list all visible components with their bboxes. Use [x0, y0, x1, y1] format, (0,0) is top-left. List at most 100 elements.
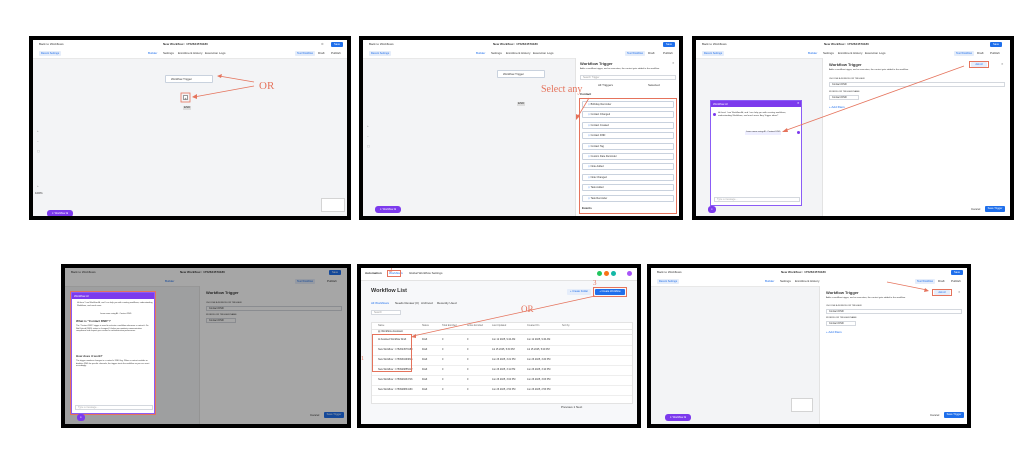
- trigger-option[interactable]: ◇ Contact Changed: [582, 111, 674, 119]
- tab-selected-triggers[interactable]: Selected: [648, 83, 660, 87]
- save-button[interactable]: Save: [990, 42, 1002, 47]
- trigger-select[interactable]: Contact DND: [206, 306, 342, 311]
- publish-toggle[interactable]: Publish: [327, 279, 337, 283]
- save-button[interactable]: Save: [951, 270, 963, 275]
- save-trigger-button[interactable]: Save Trigger: [324, 412, 344, 418]
- ask-ai-chip[interactable]: Ask AI: [934, 290, 950, 295]
- zoom-in-icon[interactable]: +: [37, 129, 39, 133]
- table-cell-name[interactable]: New Workflow : 1750929855412: [378, 368, 413, 371]
- tab-enrollment-history[interactable]: Enrollment History: [795, 279, 820, 283]
- tab-settings[interactable]: Settings: [491, 51, 502, 55]
- table-cell-name[interactable]: New Workflow : 1750930493816: [378, 358, 413, 361]
- publish-toggle[interactable]: Publish: [951, 279, 961, 283]
- recent-settings-button[interactable]: Recent Settings: [657, 279, 679, 284]
- column-header[interactable]: Name: [378, 324, 385, 327]
- tab-builder[interactable]: Builder: [808, 51, 818, 55]
- tab-settings[interactable]: Settings: [780, 279, 791, 283]
- trigger-name-input[interactable]: Contact DND: [829, 95, 859, 100]
- recent-settings-button[interactable]: Recent Settings: [702, 51, 724, 56]
- cancel-button[interactable]: Cancel: [971, 207, 981, 211]
- filter-recently-used[interactable]: Recently Used: [437, 301, 457, 305]
- back-link[interactable]: Back to Workflows: [657, 270, 682, 274]
- chat-close-icon[interactable]: ✕: [797, 101, 800, 105]
- publish-toggle[interactable]: Publish: [331, 51, 341, 55]
- fit-view-icon[interactable]: ▢: [37, 149, 40, 153]
- tab-execution-logs[interactable]: Execution Logs: [533, 51, 554, 55]
- table-cell-name[interactable]: New Workflow : 1750928834163: [378, 388, 413, 391]
- nav-automation[interactable]: Automation: [365, 271, 382, 275]
- folder-row[interactable]: ▤ Workflow Assistant: [372, 329, 632, 335]
- tab-all-triggers[interactable]: All Triggers: [598, 83, 614, 87]
- workflow-trigger-node[interactable]: Workflow Trigger: [165, 75, 213, 83]
- nav-tab-global-settings[interactable]: Global Workflow Settings: [409, 271, 443, 275]
- trigger-option[interactable]: ◇ Birthday Reminder: [582, 101, 674, 108]
- zoom-in-icon[interactable]: +: [367, 124, 369, 128]
- trigger-option[interactable]: ◇ Contact Tag: [582, 142, 674, 150]
- back-link[interactable]: Back to Workflows: [702, 42, 727, 46]
- tab-builder[interactable]: Builder: [476, 51, 486, 55]
- workflow-trigger-node[interactable]: Workflow Trigger: [497, 70, 545, 78]
- zoom-in-icon-2[interactable]: +: [37, 184, 39, 188]
- chat-input[interactable]: Type a message...: [714, 197, 800, 202]
- zoom-out-icon[interactable]: −: [367, 134, 369, 138]
- tab-settings[interactable]: Settings: [163, 51, 174, 55]
- tab-settings[interactable]: Settings: [823, 51, 834, 55]
- filter-needs-review[interactable]: Needs Review (0): [395, 301, 419, 305]
- save-button[interactable]: Save: [329, 270, 341, 275]
- minimap[interactable]: [791, 398, 813, 412]
- ask-ai-button[interactable]: ✦ Workflow AI: [375, 206, 401, 213]
- back-link[interactable]: Back to Workflows: [39, 42, 64, 46]
- tab-enrollment-history[interactable]: Enrollment History: [506, 51, 531, 55]
- save-button[interactable]: Save: [663, 42, 675, 47]
- trigger-name-input[interactable]: Contact DND: [826, 321, 856, 326]
- close-icon[interactable]: ✕: [958, 290, 961, 294]
- tab-execution-logs[interactable]: Execution Logs: [865, 51, 886, 55]
- pagination[interactable]: Previous 1 Next: [561, 405, 583, 409]
- test-workflow-button[interactable]: Test Workflow: [915, 279, 935, 284]
- publish-toggle[interactable]: Publish: [663, 51, 673, 55]
- filter-all-workflows[interactable]: All Workflows: [371, 301, 389, 305]
- cancel-button[interactable]: Cancel: [310, 413, 320, 417]
- close-icon[interactable]: ✕: [672, 61, 675, 65]
- column-header[interactable]: Last Updated: [492, 324, 507, 327]
- table-cell-name[interactable]: AI Assisted Workflow Draft: [378, 338, 407, 341]
- column-header[interactable]: Active Enrolled: [467, 324, 483, 327]
- tab-enrollment-history[interactable]: Enrollment History: [178, 51, 203, 55]
- test-workflow-button[interactable]: Test Workflow: [295, 51, 315, 56]
- minimap[interactable]: [321, 198, 345, 212]
- table-cell-name[interactable]: New Workflow : 1752624579180: [378, 348, 413, 351]
- nav-tab-workflows[interactable]: Workflows: [389, 271, 403, 275]
- test-workflow-button[interactable]: Test Workflow: [954, 51, 974, 56]
- trigger-option[interactable]: ◇ Contact DND: [582, 132, 674, 140]
- fit-view-icon[interactable]: ▢: [367, 144, 370, 148]
- tab-builder[interactable]: Builder: [765, 279, 775, 283]
- ask-ai-chip[interactable]: Ask AI: [971, 62, 987, 67]
- column-header[interactable]: Status: [422, 324, 429, 327]
- search-input[interactable]: Search: [371, 310, 401, 315]
- tab-enrollment-history[interactable]: Enrollment History: [838, 51, 863, 55]
- trigger-option[interactable]: ◇ Custom Date Reminder: [582, 153, 674, 160]
- trigger-option[interactable]: ◇ Task Added: [582, 184, 674, 192]
- zoom-out-icon[interactable]: −: [37, 139, 39, 143]
- save-button[interactable]: Save: [331, 42, 343, 47]
- trigger-search-input[interactable]: Search Trigger: [580, 75, 676, 80]
- gear-icon[interactable]: ⚙: [321, 42, 324, 46]
- save-trigger-button[interactable]: Save Trigger: [985, 206, 1005, 212]
- trigger-option[interactable]: ◇ Note Changed: [582, 173, 674, 181]
- tab-builder[interactable]: Builder: [148, 51, 158, 55]
- create-folder-button[interactable]: + Create Folder: [567, 289, 591, 295]
- add-action-plus[interactable]: +: [183, 95, 188, 101]
- close-icon[interactable]: ✕: [1001, 62, 1004, 66]
- recent-settings-button[interactable]: Recent Settings: [39, 51, 61, 56]
- chat-input[interactable]: Type a message...: [75, 405, 153, 410]
- column-header[interactable]: Sort by: [562, 324, 570, 327]
- ask-ai-button[interactable]: ✦: [77, 414, 85, 421]
- avatar[interactable]: [627, 271, 632, 276]
- create-workflow-button[interactable]: + Create Workflow: [595, 289, 625, 295]
- trigger-option[interactable]: ◇ Note Added: [582, 163, 674, 171]
- trigger-select[interactable]: Contact DND: [829, 82, 1005, 87]
